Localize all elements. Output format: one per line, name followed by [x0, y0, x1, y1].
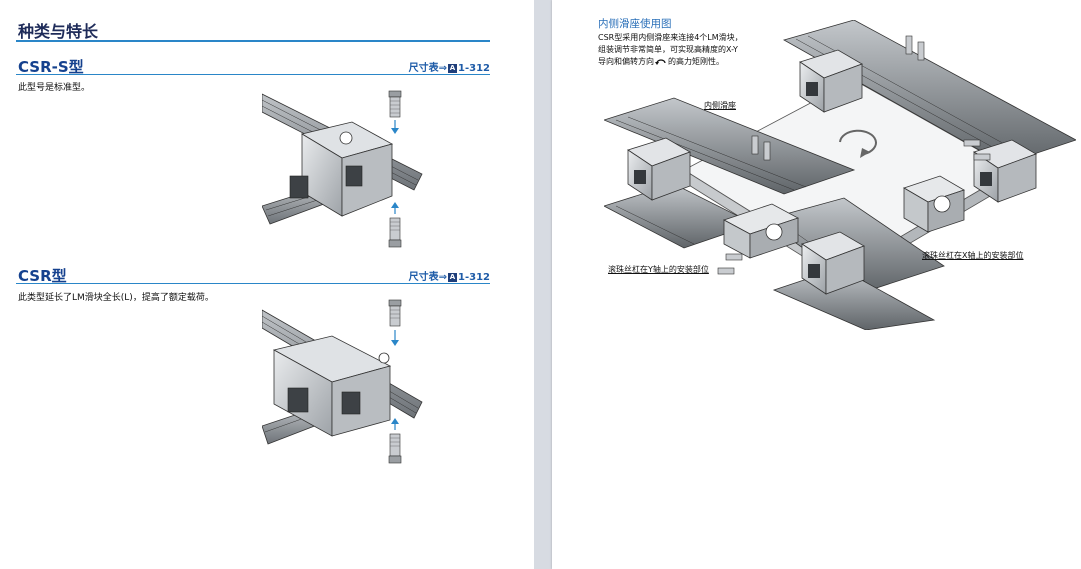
csr-s-block-illustration [262, 90, 423, 248]
page-gutter [534, 0, 552, 569]
right-page: 内侧滑座使用图 CSR型采用内侧滑座来连接4个LM滑块， 组装调节非常简单，可实… [552, 0, 1081, 569]
csr-title-rule [16, 283, 490, 284]
section-title-rule [16, 40, 490, 42]
figure-title: 内侧滑座使用图 [598, 18, 672, 30]
y-axis-mount-label: 滚珠丝杠在Y轴上的安装部位 [608, 265, 709, 274]
section-title: 种类与特长 [18, 22, 99, 41]
figure-description: CSR型采用内侧滑座来连接4个LM滑块， 组装调节非常简单，可实现高精度的X-Y… [598, 33, 743, 66]
csr-s-description: 此型号是标准型。 [18, 83, 91, 93]
rotation-arrow-icon [655, 59, 666, 65]
csr-s-title: CSR-S型 [18, 58, 84, 76]
csr-s-title-rule [16, 74, 490, 75]
inner-slide-assembly-illustration [604, 20, 1076, 330]
csr-title: CSR型 [18, 267, 67, 285]
x-axis-mount-label: 滚珠丝杠在X轴上的安装部位 [922, 251, 1024, 260]
inner-slide-label: 内侧滑座 [704, 101, 736, 110]
csr-block-illustration [262, 299, 423, 464]
page-box-icon: A [448, 63, 458, 73]
page-box-icon: A [448, 272, 458, 282]
csr-description: 此类型延长了LM滑块全长(L)，提高了额定载荷。 [18, 293, 214, 303]
